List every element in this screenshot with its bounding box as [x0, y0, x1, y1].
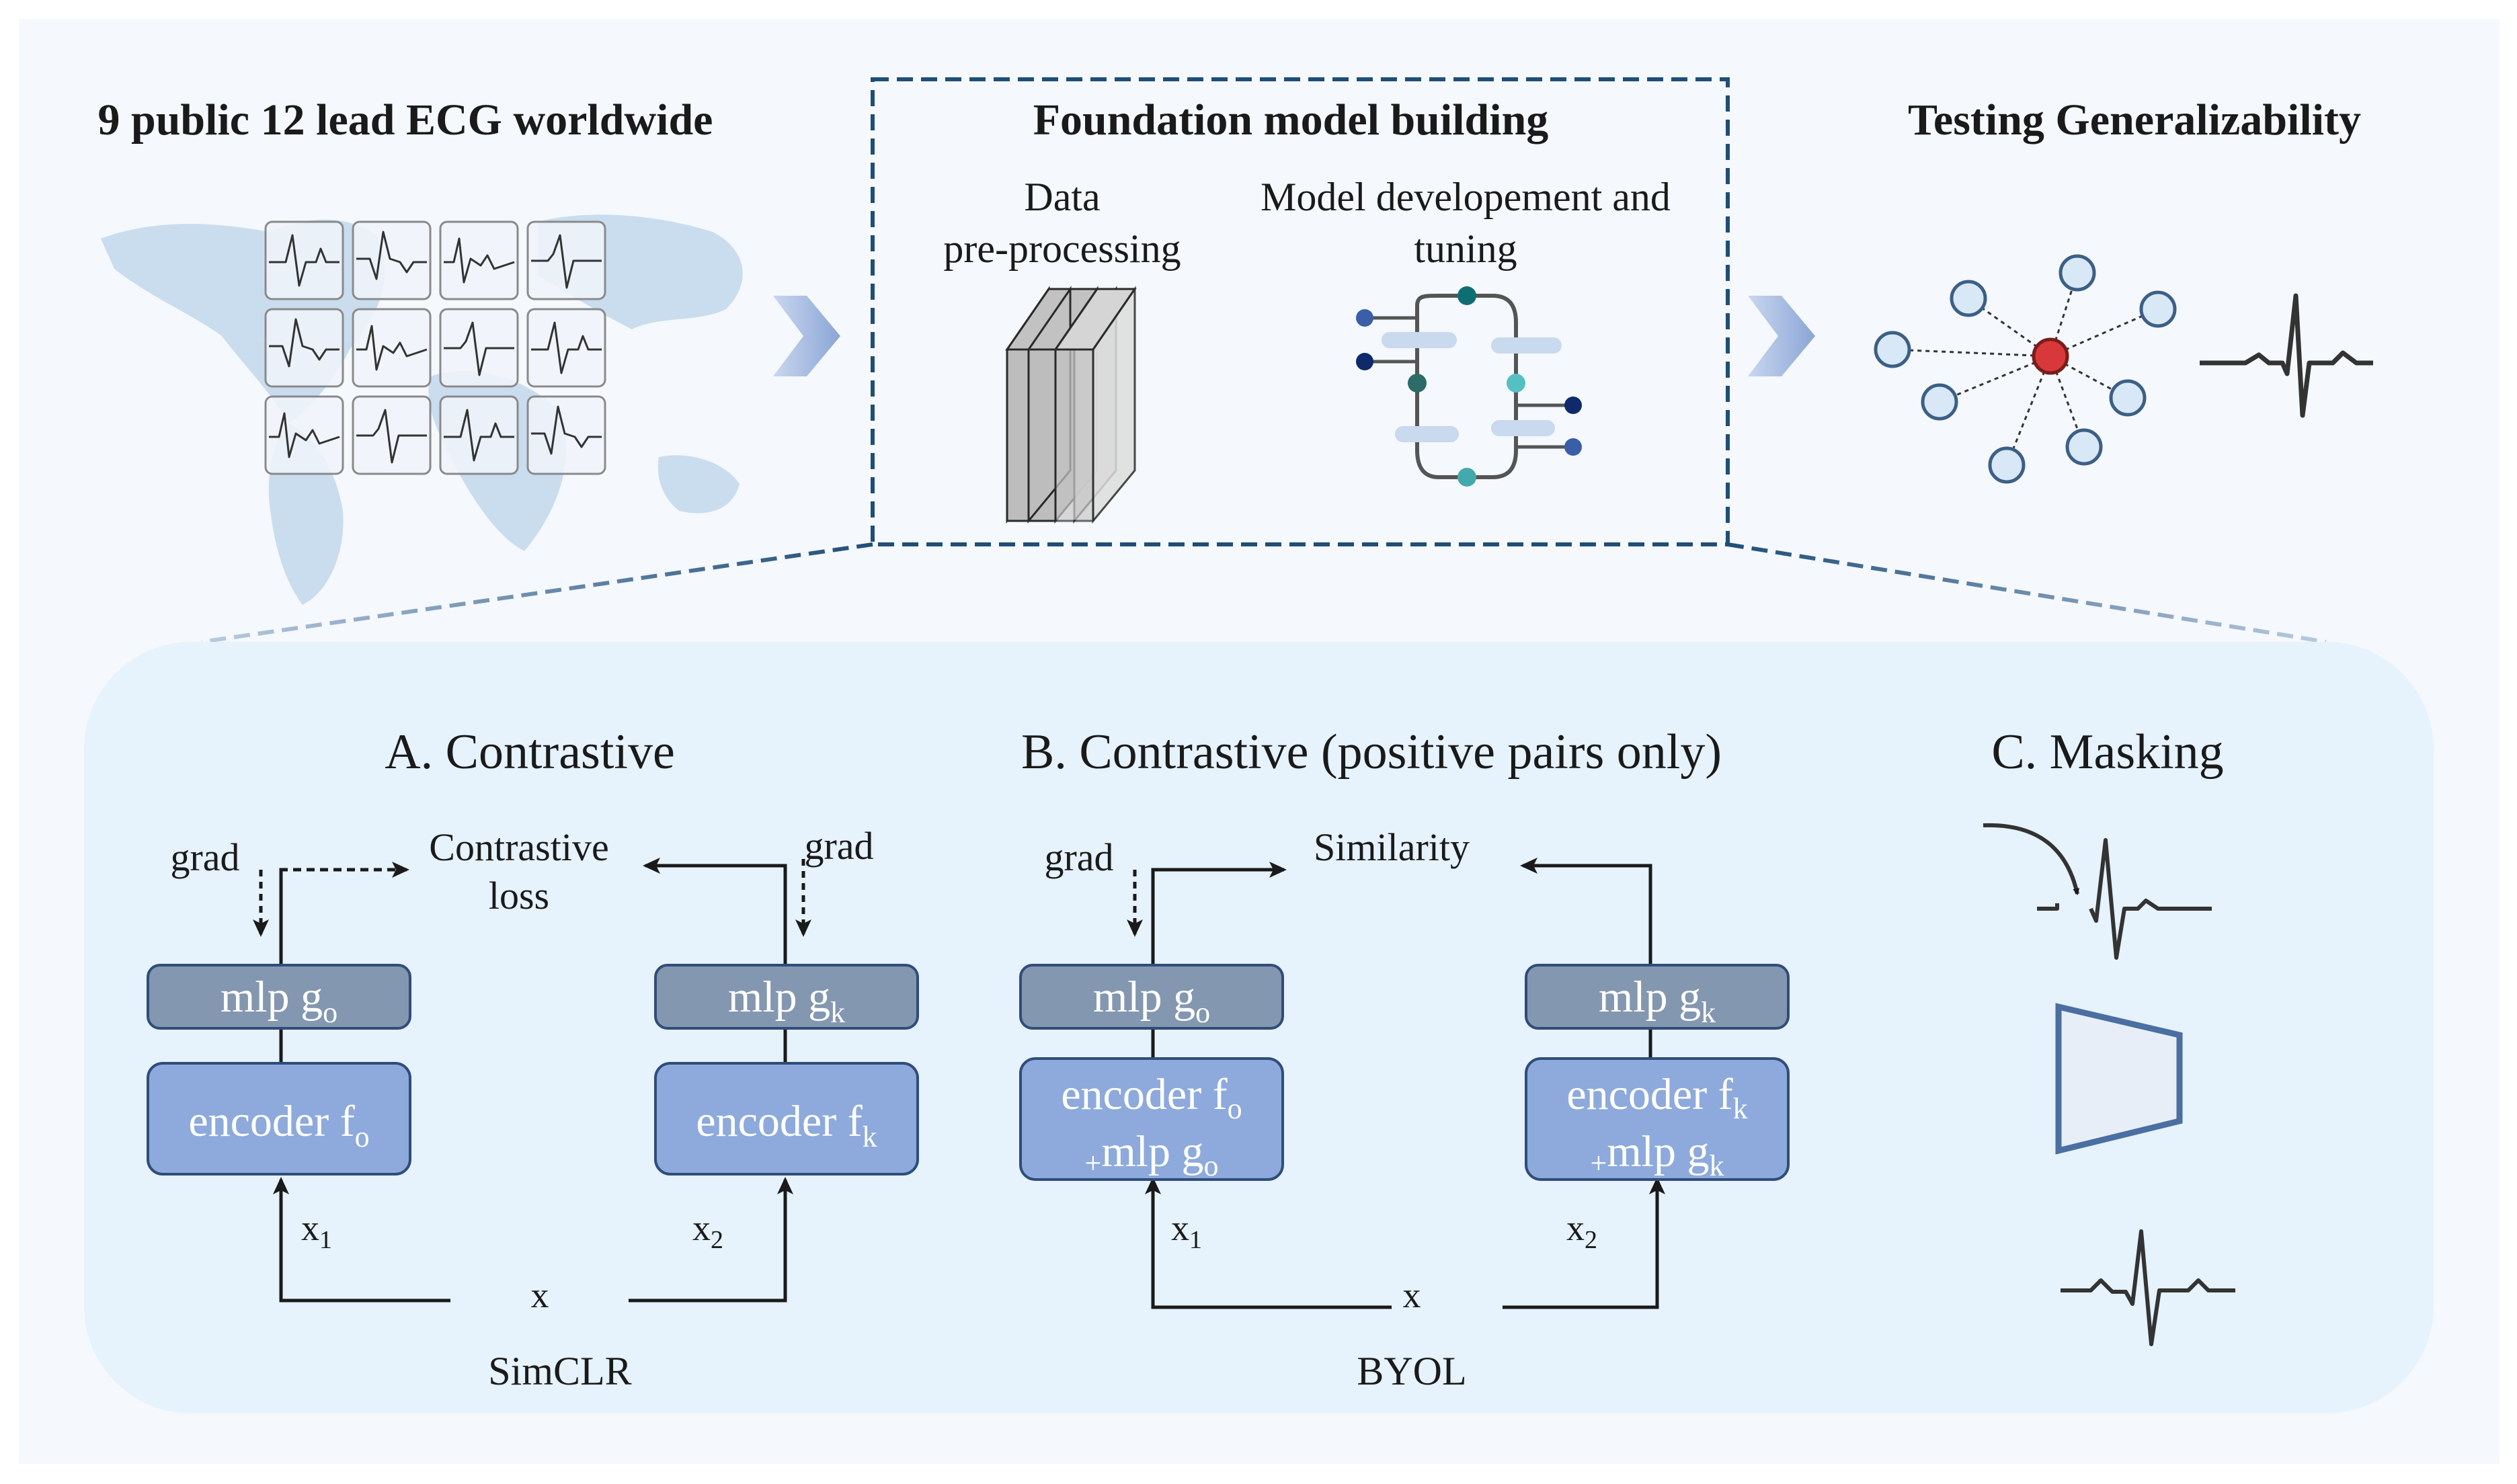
panel-b-connectors: [1127, 858, 1665, 1309]
section-title-foundation: Foundation model building: [1033, 95, 1549, 145]
mlp-box-a-right: mlp gk: [654, 964, 919, 1030]
svg-text:encoder fo: encoder fo: [188, 1097, 369, 1153]
ecg-thumbnail-icon: [439, 220, 519, 300]
x2-label-a: x2: [692, 1208, 723, 1254]
grad-label-a-left: grad: [170, 835, 239, 879]
contrastive-loss-label-line1: Contrastive: [429, 825, 608, 869]
trapezoid-encoder-icon: [2055, 1003, 2183, 1155]
encoder-b-right-l2-sub: k: [1710, 1149, 1724, 1182]
contrastive-loss-label-line2: loss: [489, 874, 549, 917]
method-label-simclr: SimCLR: [488, 1349, 631, 1393]
ecg-waveform-icon: [2200, 293, 2373, 418]
encoder-b-right-l1-sub: k: [1733, 1092, 1748, 1125]
encoder-box-a-right: encoder fk: [654, 1062, 919, 1176]
encoder-a-left-sub: o: [355, 1120, 370, 1153]
encoder-box-a-left: encoder fo: [147, 1062, 411, 1176]
ecg-thumbnail-icon: [352, 220, 432, 300]
x-label-b: x: [1403, 1275, 1421, 1315]
model-dev-label-line2: tuning: [1414, 226, 1517, 271]
svg-text:encoder fk: encoder fk: [696, 1097, 877, 1153]
network-graph-icon: [1874, 254, 2177, 484]
svg-text:mlp go: mlp go: [1093, 973, 1210, 1029]
reconstructed-ecg-icon: [2061, 1229, 2235, 1346]
method-label-byol: BYOL: [1357, 1349, 1466, 1393]
ecg-thumbnail-icon: [439, 395, 519, 475]
panel-b-title: B. Contrastive (positive pairs only): [1021, 725, 1722, 780]
encoder-b-left-l2-base: mlp g: [1101, 1127, 1203, 1176]
ecg-thumbnail-icon: [439, 308, 519, 388]
ecg-thumbnail-icon: [526, 308, 606, 388]
encoder-b-right-l2-base: mlp g: [1607, 1127, 1709, 1176]
grad-label-a-right: grad: [804, 824, 873, 868]
panel-a-connectors: [253, 858, 811, 1303]
model-dev-label-line1: Model developement and: [1261, 175, 1671, 219]
mlp-a-right-sub: k: [830, 996, 845, 1029]
panel-c-title: C. Masking: [1991, 725, 2223, 780]
x-label-a: x: [531, 1275, 549, 1315]
x1-label-b: x1: [1171, 1208, 1202, 1254]
masked-ecg-icon: [1983, 823, 2212, 960]
similarity-label: Similarity: [1314, 825, 1470, 869]
data-layers-icon: [1005, 286, 1137, 524]
flow-chevron-right: [1748, 296, 1815, 376]
ecg-thumbnail-icon: [352, 395, 432, 475]
ecg-thumbnail-icon: [352, 308, 432, 388]
svg-text:+mlp go: +mlp go: [1084, 1127, 1218, 1182]
encoder-b-right-l1-base: encoder f: [1566, 1070, 1732, 1119]
fan-line-right: [1727, 542, 2327, 644]
mlp-a-left-sub: o: [323, 996, 337, 1029]
encoder-b-left-l1-sub: o: [1228, 1092, 1242, 1125]
mlp-box-a-left: mlp go: [147, 964, 411, 1030]
mlp-b-right-sub: k: [1701, 996, 1716, 1029]
mlp-box-b-right: mlp gk: [1525, 964, 1790, 1030]
encoder-a-right-sub: k: [863, 1120, 877, 1153]
mlp-a-left-base: mlp g: [221, 973, 323, 1022]
preprocessing-label-line1: Data: [1024, 175, 1100, 219]
preprocessing-label-line2: pre-processing: [943, 226, 1181, 271]
ecg-thumbnail-icon: [264, 220, 344, 300]
ecg-thumbnail-icon: [264, 395, 344, 475]
ecg-thumbnail-icon: [526, 395, 606, 475]
encoder-b-right-l2-pre: +: [1590, 1147, 1607, 1180]
encoder-b-left-l1-base: encoder f: [1061, 1070, 1227, 1119]
encoder-b-left-l2-sub: o: [1204, 1149, 1219, 1182]
x1-label-a: x1: [301, 1208, 332, 1254]
mlp-a-right-base: mlp g: [728, 973, 830, 1022]
model-pipeline-icon: [1356, 286, 1582, 487]
fan-line-left: [201, 542, 873, 644]
encoder-box-b-left: encoder fo +mlp go: [1019, 1057, 1284, 1182]
section-title-datasets: 9 public 12 lead ECG worldwide: [98, 95, 713, 145]
svg-text:mlp go: mlp go: [221, 973, 337, 1029]
encoder-a-left-base: encoder f: [188, 1097, 354, 1146]
mlp-b-right-base: mlp g: [1599, 973, 1701, 1022]
grad-label-b: grad: [1044, 835, 1113, 879]
svg-text:encoder fo: encoder fo: [1061, 1070, 1242, 1125]
svg-text:mlp gk: mlp gk: [1599, 973, 1716, 1029]
ecg-thumbnail-icon: [264, 308, 344, 388]
ecg-thumbnail-icon: [526, 220, 606, 300]
panel-a-title: A. Contrastive: [385, 725, 675, 780]
svg-text:encoder fk: encoder fk: [1566, 1070, 1747, 1125]
x2-label-b: x2: [1566, 1208, 1597, 1254]
mlp-b-left-base: mlp g: [1093, 973, 1195, 1022]
foundation-model-box: [871, 77, 1730, 546]
encoder-b-left-l2-pre: +: [1084, 1147, 1101, 1180]
section-title-testing: Testing Generalizability: [1908, 95, 2361, 145]
ecg-grid: [264, 220, 606, 475]
encoder-box-b-right: encoder fk +mlp gk: [1525, 1057, 1790, 1182]
mlp-b-left-sub: o: [1195, 996, 1210, 1029]
mlp-box-b-left: mlp go: [1019, 964, 1284, 1030]
flow-chevron-left: [773, 296, 840, 376]
svg-text:mlp gk: mlp gk: [728, 973, 845, 1029]
encoder-a-right-base: encoder f: [696, 1097, 862, 1146]
svg-text:+mlp gk: +mlp gk: [1590, 1127, 1724, 1182]
